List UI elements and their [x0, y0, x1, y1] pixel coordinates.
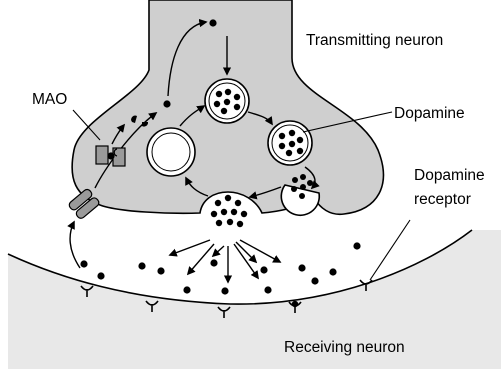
released-dopamine	[80, 242, 360, 294]
release-site-dopamine	[211, 195, 247, 227]
receiving-neuron	[8, 230, 501, 369]
dopamine-label: Dopamine	[394, 105, 465, 122]
mao-label: MAO	[32, 91, 67, 108]
release-arrows	[170, 240, 280, 282]
receiving-neuron-label: Receiving neuron	[284, 339, 405, 356]
receptor-label-line2: receptor	[414, 191, 471, 208]
receptor-label-line1: Dopamine	[414, 167, 485, 184]
vesicle-empty	[147, 128, 195, 176]
transmitting-neuron-label: Transmitting neuron	[306, 32, 443, 49]
